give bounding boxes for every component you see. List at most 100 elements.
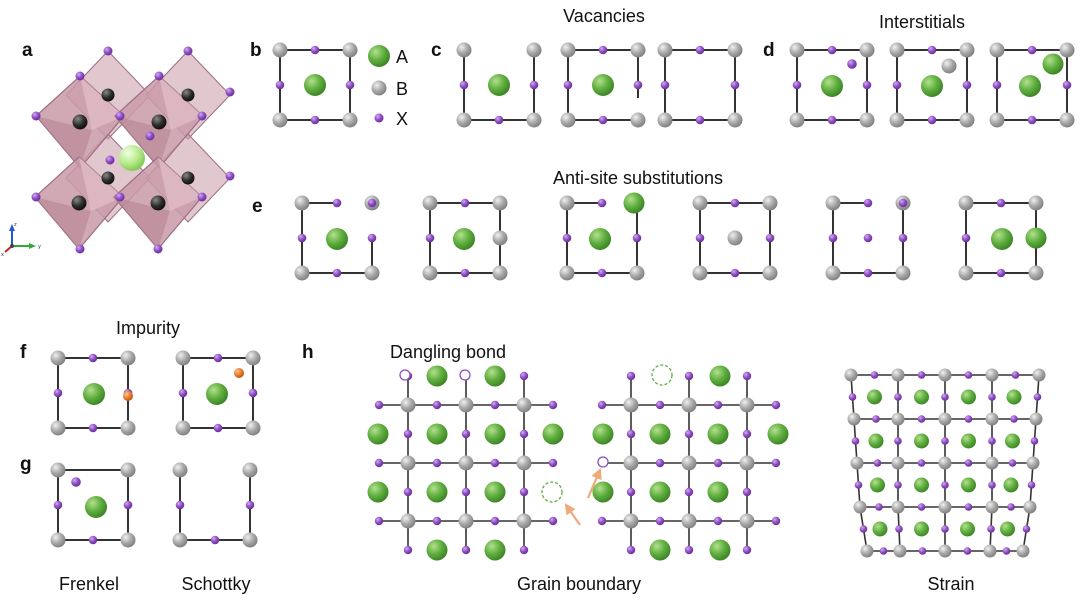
x-site-atom bbox=[684, 429, 694, 439]
a-site-atom bbox=[367, 423, 389, 445]
x-site-atom bbox=[655, 400, 665, 410]
b-site-atom bbox=[989, 112, 1005, 128]
b-site-atom bbox=[727, 42, 743, 58]
b-site-atom bbox=[175, 420, 191, 436]
x-site-atom bbox=[1008, 459, 1017, 467]
a-site-atom bbox=[542, 423, 564, 445]
x-site-atom bbox=[992, 80, 1002, 90]
b-site-atom bbox=[342, 42, 358, 58]
x-site-atom bbox=[183, 46, 193, 56]
legend-swatch-x bbox=[374, 113, 384, 123]
x-site-atom bbox=[964, 459, 973, 467]
cell-vacancy-x bbox=[657, 42, 743, 128]
b-site-atom bbox=[458, 513, 474, 529]
b-site-atom bbox=[492, 265, 508, 281]
legend: A B X bbox=[368, 45, 408, 129]
b-site-atom bbox=[889, 112, 905, 128]
a-site-atom bbox=[709, 365, 731, 387]
b-site-atom bbox=[242, 532, 258, 548]
x-site-atom bbox=[898, 233, 908, 243]
x-site-atom bbox=[863, 198, 873, 208]
b-site-atom bbox=[422, 195, 438, 211]
a-site-atom bbox=[1006, 389, 1022, 405]
x-site-atom bbox=[154, 71, 164, 81]
x-site-atom bbox=[660, 80, 670, 90]
x-site-atom bbox=[210, 535, 220, 545]
x-site-atom bbox=[863, 268, 873, 278]
cell-antisite-5 bbox=[825, 195, 911, 281]
x-site-atom bbox=[730, 268, 740, 278]
x-site-atom bbox=[941, 437, 949, 445]
b-site-atom bbox=[789, 112, 805, 128]
b-site-atom bbox=[400, 455, 416, 471]
x-site-atom bbox=[53, 500, 63, 510]
b-site-atom bbox=[629, 265, 645, 281]
axis-label-z: z bbox=[14, 222, 17, 228]
cell-interstitial-b bbox=[889, 42, 975, 128]
x-site-atom bbox=[792, 80, 802, 90]
x-site-atom bbox=[245, 500, 255, 510]
lattice-grids bbox=[367, 364, 1046, 561]
a-site-atom bbox=[707, 481, 729, 503]
b-site-atom bbox=[516, 513, 532, 529]
a-site-atom bbox=[867, 389, 882, 405]
b-site-atom bbox=[456, 112, 472, 128]
a-site-atom bbox=[623, 192, 645, 214]
cell-interstitial-x bbox=[789, 42, 875, 128]
x-site-atom bbox=[519, 429, 529, 439]
b-site-atom bbox=[120, 420, 136, 436]
x-site-atom bbox=[961, 233, 971, 243]
cell-reference bbox=[272, 42, 358, 128]
x-site-atom bbox=[872, 415, 880, 423]
b-site-atom-dark bbox=[71, 195, 87, 211]
x-site-atom bbox=[519, 371, 529, 381]
x-site-atom bbox=[851, 437, 860, 445]
b-site-atom bbox=[1028, 265, 1044, 281]
a-site-atom bbox=[921, 75, 943, 97]
b-site-atom bbox=[458, 397, 474, 413]
x-site-atom bbox=[598, 115, 608, 125]
b-site-atom bbox=[895, 265, 911, 281]
x-site-atom bbox=[917, 371, 926, 379]
x-site-atom bbox=[403, 429, 413, 439]
title-antisite: Anti-site substitutions bbox=[553, 168, 723, 188]
x-site-atom bbox=[425, 233, 435, 243]
x-site-atom bbox=[730, 80, 740, 90]
b-site-atom bbox=[272, 112, 288, 128]
b-site-atom bbox=[893, 544, 907, 558]
b-site-atom bbox=[739, 455, 755, 471]
x-site-atom bbox=[964, 503, 973, 511]
x-site-atom bbox=[332, 198, 342, 208]
x-site-atom bbox=[1027, 45, 1037, 55]
a-site-atom bbox=[367, 481, 389, 503]
b-site-atom-dark bbox=[150, 195, 166, 211]
x-site-atom bbox=[879, 547, 888, 555]
x-site-atom bbox=[598, 45, 608, 55]
x-site-atom bbox=[917, 459, 926, 467]
b-site-atom bbox=[245, 420, 261, 436]
x-site-atom bbox=[88, 535, 98, 545]
x-site-atom bbox=[742, 371, 752, 381]
x-site-atom bbox=[367, 198, 377, 208]
x-site-atom bbox=[432, 458, 442, 468]
x-site-atom bbox=[771, 516, 781, 526]
a-site-atom bbox=[304, 74, 326, 96]
a-site-atom bbox=[488, 74, 510, 96]
x-site-atom bbox=[75, 71, 85, 81]
b-site-atom bbox=[294, 195, 310, 211]
x-site-atom bbox=[695, 233, 705, 243]
b-site-atom bbox=[458, 455, 474, 471]
b-site-atom bbox=[938, 412, 952, 426]
x-site-atom bbox=[432, 400, 442, 410]
x-site-atom bbox=[626, 487, 636, 497]
x-site-atom bbox=[742, 429, 752, 439]
b-site-atom bbox=[739, 397, 755, 413]
x-site-atom bbox=[225, 171, 235, 181]
x-site-atom bbox=[894, 437, 902, 445]
cell-frenkel bbox=[50, 462, 136, 548]
a-site-atom bbox=[484, 481, 506, 503]
b-site-atom bbox=[272, 42, 288, 58]
b-site-atom bbox=[727, 230, 743, 246]
x-site-atom bbox=[898, 198, 908, 208]
